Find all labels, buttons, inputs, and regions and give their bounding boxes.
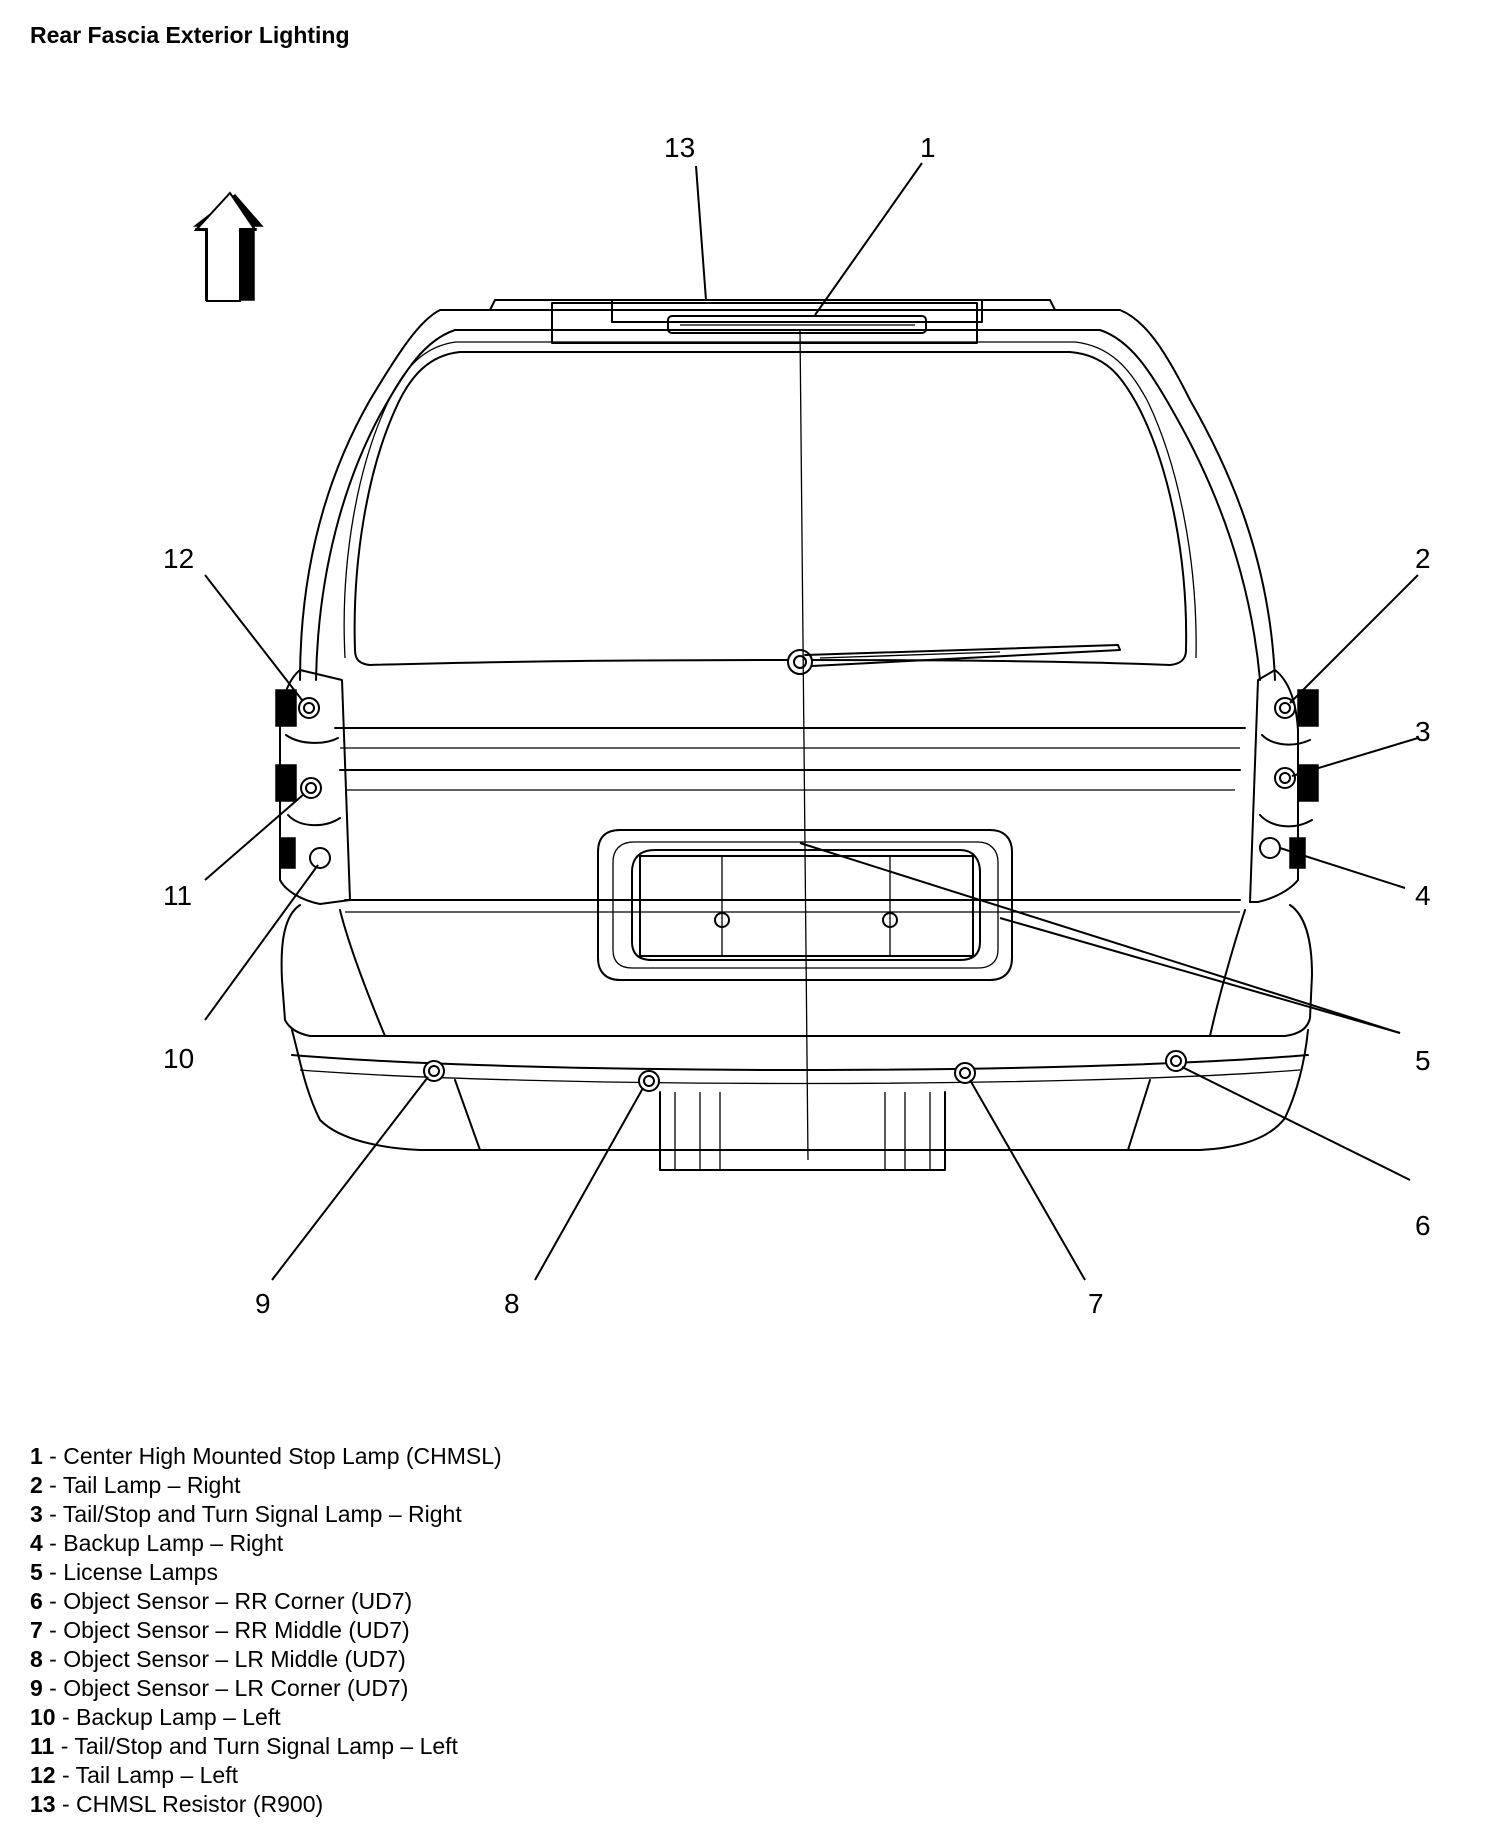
legend-item: 1 - Center High Mounted Stop Lamp (CHMSL… xyxy=(30,1443,502,1469)
legend-item: 11 - Tail/Stop and Turn Signal Lamp – Le… xyxy=(30,1733,458,1759)
direction-arrow-icon xyxy=(192,191,264,302)
page-title: Rear Fascia Exterior Lighting xyxy=(30,22,350,48)
callout-11: 11 xyxy=(163,880,192,911)
callout-3: 3 xyxy=(1415,716,1431,747)
callout-7: 7 xyxy=(1088,1288,1104,1319)
leader-lines xyxy=(204,162,1419,1281)
legend-item: 9 - Object Sensor – LR Corner (UD7) xyxy=(30,1675,409,1701)
legend-item: 2 - Tail Lamp – Right xyxy=(30,1472,241,1498)
legend-item: 12 - Tail Lamp – Left xyxy=(30,1762,238,1788)
parts-legend: 1 - Center High Mounted Stop Lamp (CHMSL… xyxy=(30,1442,502,1819)
callout-8: 8 xyxy=(504,1288,520,1319)
legend-item: 5 - License Lamps xyxy=(30,1559,218,1585)
legend-item: 3 - Tail/Stop and Turn Signal Lamp – Rig… xyxy=(30,1501,462,1527)
callout-2: 2 xyxy=(1415,543,1431,574)
vehicle-rear-diagram: 1 2 3 4 5 6 7 8 9 10 11 12 13 xyxy=(163,132,1431,1319)
callout-5: 5 xyxy=(1415,1045,1431,1076)
legend-item: 7 - Object Sensor – RR Middle (UD7) xyxy=(30,1617,410,1643)
legend-item: 4 - Backup Lamp – Right xyxy=(30,1530,284,1556)
callout-13: 13 xyxy=(664,132,695,163)
legend-item: 13 - CHMSL Resistor (R900) xyxy=(30,1791,324,1817)
callout-9: 9 xyxy=(255,1288,271,1319)
vehicle-body xyxy=(275,299,1319,1171)
legend-item: 8 - Object Sensor – LR Middle (UD7) xyxy=(30,1646,406,1672)
callout-1: 1 xyxy=(920,132,936,163)
callout-12: 12 xyxy=(163,543,194,574)
callout-4: 4 xyxy=(1415,880,1431,911)
legend-item: 6 - Object Sensor – RR Corner (UD7) xyxy=(30,1588,413,1614)
legend-item: 10 - Backup Lamp – Left xyxy=(30,1704,281,1730)
callout-10: 10 xyxy=(163,1043,194,1074)
callout-6: 6 xyxy=(1415,1210,1431,1241)
